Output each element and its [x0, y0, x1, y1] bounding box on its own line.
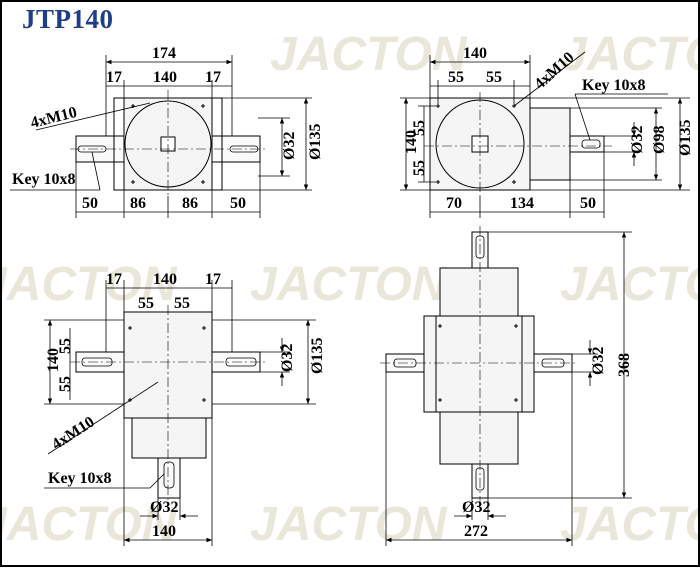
- dia-32: Ø32: [279, 344, 296, 372]
- leader-line: [513, 51, 586, 107]
- dim-140: 140: [153, 69, 177, 86]
- dim-55: 55: [57, 376, 74, 392]
- watermark-text: JACTON: [560, 28, 700, 81]
- watermark-text: JACTON: [270, 28, 468, 81]
- dim-17: 17: [205, 271, 221, 288]
- watermark-text: JACTON: [560, 498, 700, 551]
- key-label: Key 10x8: [582, 77, 646, 94]
- right-shaft: [569, 135, 605, 153]
- dim-55: 55: [411, 120, 428, 136]
- page-title: JTP140: [22, 4, 114, 34]
- dim-368: 368: [616, 353, 633, 377]
- dim-86: 86: [130, 195, 146, 212]
- dim-17: 17: [106, 271, 122, 288]
- dia-32: Ø32: [462, 499, 490, 516]
- view-bottom-right: Ø32 368 Ø32 272: [380, 226, 633, 546]
- dia-135: Ø135: [309, 338, 326, 374]
- dia-32: Ø32: [281, 132, 298, 160]
- dim-50: 50: [82, 195, 98, 212]
- watermark-text: JACTON: [250, 258, 448, 311]
- bolt-marks: [438, 324, 518, 402]
- watermark-text: JACTON: [250, 498, 448, 551]
- bolt-marks: [131, 104, 205, 184]
- watermark: JACTON JACTON JACTON JACTON JACTON JACTO…: [0, 28, 700, 551]
- dim-140: 140: [45, 348, 62, 372]
- dim-272: 272: [464, 523, 488, 540]
- key-slot: [163, 461, 175, 489]
- lower-housing: [439, 411, 519, 465]
- dim-55: 55: [448, 69, 464, 86]
- dia-135: Ø135: [677, 120, 694, 156]
- dim-70: 70: [446, 195, 462, 212]
- bolt-label: 4xM10: [49, 413, 98, 453]
- dia-32: Ø32: [629, 126, 646, 154]
- dim-174: 174: [152, 45, 176, 62]
- dia-32: Ø32: [590, 347, 607, 375]
- bolt-label: 4xM10: [29, 104, 79, 132]
- key-label: Key 10x8: [12, 171, 76, 188]
- dim-140: 140: [153, 271, 177, 288]
- dim-17: 17: [106, 69, 122, 86]
- leader-line: [91, 151, 101, 191]
- dim-134: 134: [510, 195, 534, 212]
- watermark-text: JACTON: [560, 258, 700, 311]
- leader-line: [149, 473, 165, 489]
- side-housing: [529, 107, 571, 181]
- dim-17: 17: [205, 69, 221, 86]
- leader-line: [574, 93, 591, 141]
- view-bottom-left: 17 140 17 55 55 140 55 55 Ø32 Ø135 4xM10…: [44, 271, 326, 546]
- upper-housing: [439, 267, 519, 317]
- view-top-left: 174 17 140 17 4xM10 Key 10x8 Ø32 Ø135 50…: [10, 45, 324, 218]
- watermark-text: JACTON: [0, 258, 178, 311]
- dim-55: 55: [174, 295, 190, 312]
- dim-50: 50: [580, 195, 596, 212]
- dim-55: 55: [411, 160, 428, 176]
- dim-140: 140: [152, 523, 176, 540]
- dim-140: 140: [403, 130, 420, 154]
- dia-98: Ø98: [651, 126, 668, 154]
- dim-50: 50: [230, 195, 246, 212]
- gearbox-body: [423, 315, 535, 413]
- dia-135: Ø135: [307, 124, 324, 160]
- leader-line: [47, 381, 159, 455]
- dim-140: 140: [463, 45, 487, 62]
- dim-55: 55: [486, 69, 502, 86]
- key-label: Key 10x8: [48, 470, 112, 487]
- dim-55: 55: [138, 295, 154, 312]
- key-slot: [581, 139, 601, 149]
- dim-86: 86: [182, 195, 198, 212]
- dim-55: 55: [57, 338, 74, 354]
- dia-32: Ø32: [150, 499, 178, 516]
- lower-housing: [131, 417, 207, 459]
- bottom-shaft: [157, 457, 181, 499]
- leader-line: [35, 102, 151, 131]
